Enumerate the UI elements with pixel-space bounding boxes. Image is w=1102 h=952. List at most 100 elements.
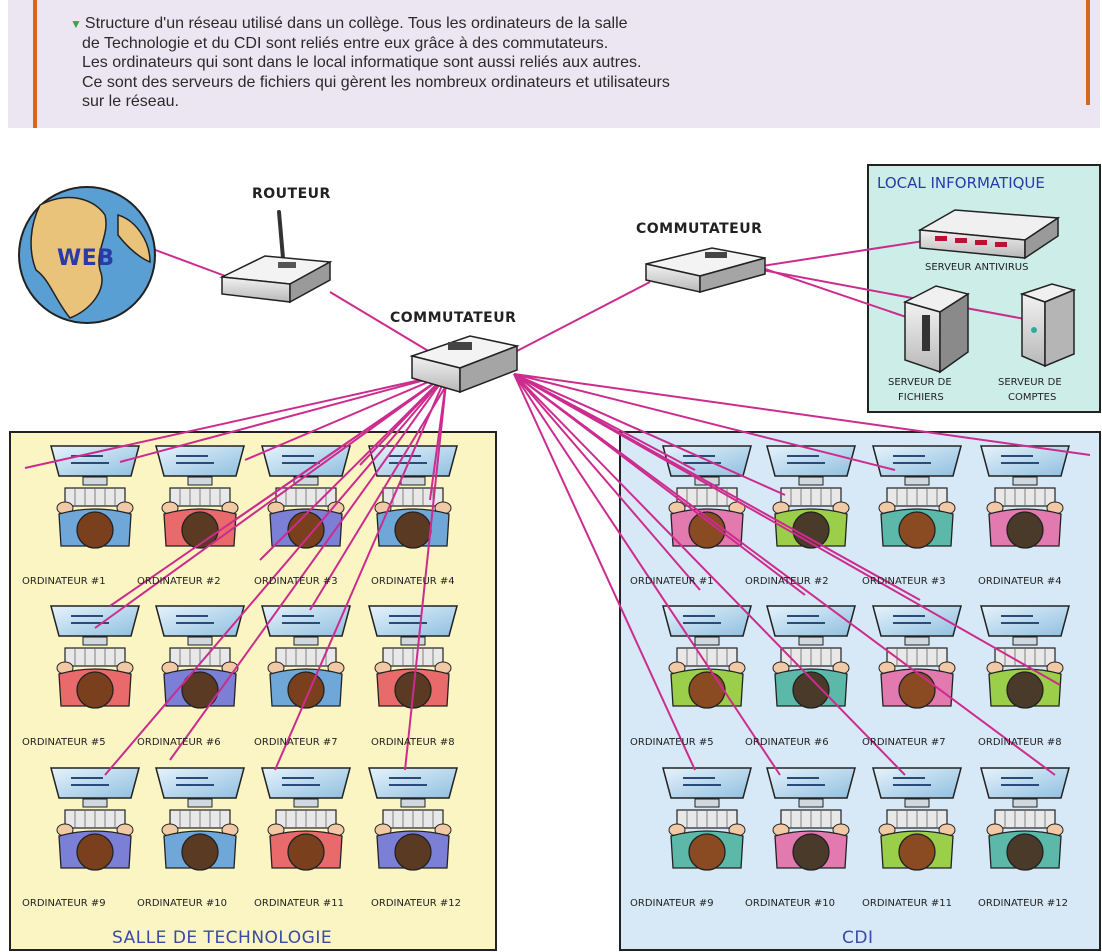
techno-computer-label-5: ORDINATEUR #5 bbox=[22, 737, 106, 748]
caption-band bbox=[8, 0, 1100, 128]
commutateur-right-label: COMMUTATEUR bbox=[636, 221, 763, 237]
cdi-computer-label-6: ORDINATEUR #6 bbox=[745, 737, 829, 748]
cdi-computer-label-1: ORDINATEUR #1 bbox=[630, 576, 714, 587]
caption-text: ▼Structure d'un réseau utilisé dans un c… bbox=[70, 14, 1070, 111]
techno-computer-6 bbox=[155, 605, 245, 709]
cdi-computer-label-10: ORDINATEUR #10 bbox=[745, 898, 835, 909]
caption-line-2: de Technologie et du CDI sont reliés ent… bbox=[82, 35, 609, 53]
techno-computer-label-2: ORDINATEUR #2 bbox=[137, 576, 221, 587]
cdi-computer-6 bbox=[766, 605, 856, 709]
link-cdi-3 bbox=[513, 373, 896, 471]
caption-line-5: sur le réseau. bbox=[82, 92, 179, 110]
caption-right-rule bbox=[1086, 0, 1090, 105]
serveur-antivirus-icon bbox=[917, 209, 1061, 260]
techno-computer-11 bbox=[261, 767, 351, 871]
caption-line-1: ▼Structure d'un réseau utilisé dans un c… bbox=[70, 14, 1070, 34]
link-commutateur-antivirus bbox=[761, 239, 931, 267]
serveur-fichiers-label-2: FICHIERS bbox=[898, 392, 944, 403]
caption-line-1-text: Structure d'un réseau utilisé dans un co… bbox=[84, 15, 628, 32]
link-techno-9 bbox=[104, 373, 448, 776]
link-techno-extra-2 bbox=[309, 375, 453, 611]
link-cdi-8 bbox=[513, 373, 1061, 686]
web-label: WEB bbox=[57, 246, 115, 271]
cdi-computer-label-4: ORDINATEUR #4 bbox=[978, 576, 1062, 587]
link-commutateur-comptes bbox=[761, 269, 1031, 321]
serveur-comptes-label-2: COMPTES bbox=[1008, 392, 1057, 403]
cdi-computer-11 bbox=[872, 767, 962, 871]
cdi-computer-7 bbox=[872, 605, 962, 709]
routeur-label: ROUTEUR bbox=[252, 186, 331, 202]
link-techno-3 bbox=[244, 373, 448, 461]
link-cdi-10 bbox=[513, 373, 781, 776]
cdi-computer-label-5: ORDINATEUR #5 bbox=[630, 737, 714, 748]
link-techno-1 bbox=[24, 373, 448, 469]
link-techno-extra-1 bbox=[94, 373, 448, 629]
techno-computer-2 bbox=[155, 445, 245, 549]
cdi-computer-label-12: ORDINATEUR #12 bbox=[978, 898, 1068, 909]
link-cdi-4 bbox=[513, 373, 1091, 456]
link-cdi-9 bbox=[513, 373, 696, 771]
techno-computer-label-3: ORDINATEUR #3 bbox=[254, 576, 338, 587]
techno-computer-7 bbox=[261, 605, 351, 709]
serveur-comptes-icon bbox=[1019, 283, 1077, 368]
link-cdi-11 bbox=[513, 373, 906, 776]
link-commutateur-commutateur bbox=[514, 281, 651, 353]
cdi-computer-label-7: ORDINATEUR #7 bbox=[862, 737, 946, 748]
cdi-computer-12 bbox=[980, 767, 1070, 871]
techno-computer-label-11: ORDINATEUR #11 bbox=[254, 898, 344, 909]
cdi-computer-label-11: ORDINATEUR #11 bbox=[862, 898, 952, 909]
link-cdi-2 bbox=[513, 373, 786, 496]
techno-computer-5 bbox=[50, 605, 140, 709]
cdi-computer-label-2: ORDINATEUR #2 bbox=[745, 576, 829, 587]
local-informatique-title: LOCAL INFORMATIQUE bbox=[877, 174, 1045, 192]
techno-computer-label-12: ORDINATEUR #12 bbox=[371, 898, 461, 909]
techno-computer-label-10: ORDINATEUR #10 bbox=[137, 898, 227, 909]
cdi-title: CDI bbox=[842, 928, 874, 948]
commutateur-main-label: COMMUTATEUR bbox=[390, 310, 517, 326]
techno-computer-label-4: ORDINATEUR #4 bbox=[371, 576, 455, 587]
link-techno-10 bbox=[169, 373, 448, 761]
techno-computer-label-7: ORDINATEUR #7 bbox=[254, 737, 338, 748]
caption-line-4: Ce sont des serveurs de fichiers qui gèr… bbox=[82, 73, 670, 91]
link-techno-12 bbox=[404, 373, 448, 771]
techno-computer-label-1: ORDINATEUR #1 bbox=[22, 576, 106, 587]
link-routeur-commutateur bbox=[329, 291, 431, 353]
link-cdi-5 bbox=[513, 373, 701, 591]
link-commutateur-fichiers bbox=[761, 267, 916, 321]
serveur-comptes-label-1: SERVEUR DE bbox=[998, 377, 1062, 388]
cdi-computer-label-9: ORDINATEUR #9 bbox=[630, 898, 714, 909]
link-web-routeur bbox=[149, 247, 237, 281]
serveur-antivirus-label: SERVEUR ANTIVIRUS bbox=[925, 262, 1029, 273]
cdi-computer-8 bbox=[980, 605, 1070, 709]
link-cdi-12 bbox=[513, 373, 1056, 776]
network-links bbox=[24, 239, 1091, 776]
link-techno-7 bbox=[259, 373, 448, 561]
commutateur-right-icon bbox=[645, 247, 766, 293]
caption-line-3: Les ordinateurs qui sont dans le local i… bbox=[82, 54, 642, 72]
cdi-computer-10 bbox=[766, 767, 856, 871]
techno-computer-9 bbox=[50, 767, 140, 871]
commutateur-main-icon bbox=[409, 335, 520, 394]
techno-computer-label-9: ORDINATEUR #9 bbox=[22, 898, 106, 909]
link-techno-11 bbox=[274, 373, 448, 771]
triangle-bullet-icon: ▼ bbox=[70, 17, 82, 31]
techno-computer-12 bbox=[368, 767, 458, 871]
cdi-computer-5 bbox=[662, 605, 752, 709]
cdi-computer-label-8: ORDINATEUR #8 bbox=[978, 737, 1062, 748]
salle-technologie-title: SALLE DE TECHNOLOGIE bbox=[112, 928, 333, 948]
techno-computer-1 bbox=[50, 445, 140, 549]
link-techno-2 bbox=[119, 373, 448, 463]
techno-computer-10 bbox=[155, 767, 245, 871]
serveur-fichiers-icon bbox=[902, 285, 970, 374]
techno-computer-label-6: ORDINATEUR #6 bbox=[137, 737, 221, 748]
cdi-computer-label-3: ORDINATEUR #3 bbox=[862, 576, 946, 587]
techno-computer-label-8: ORDINATEUR #8 bbox=[371, 737, 455, 748]
serveur-fichiers-label-1: SERVEUR DE bbox=[888, 377, 952, 388]
caption-left-rule bbox=[33, 0, 37, 128]
routeur-icon bbox=[219, 210, 333, 304]
techno-computer-3 bbox=[261, 445, 351, 549]
cdi-computer-4 bbox=[980, 445, 1070, 549]
web-globe-icon bbox=[18, 186, 156, 324]
cdi-computer-9 bbox=[662, 767, 752, 871]
